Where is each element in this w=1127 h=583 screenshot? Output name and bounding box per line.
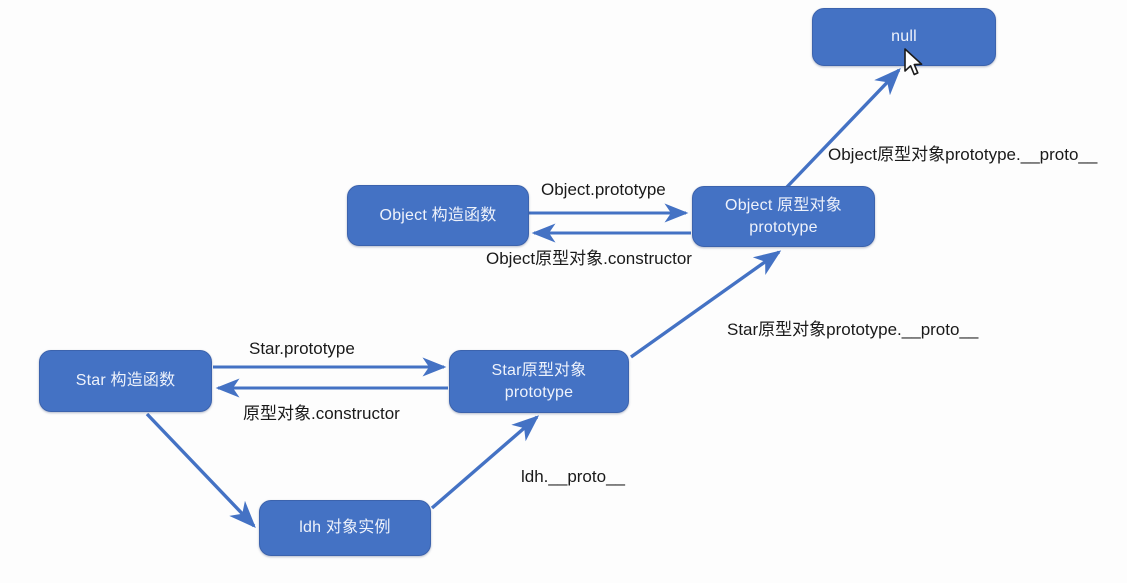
arrow-star-prototype-to-object-prototype (630, 250, 782, 359)
node-star-constructor-label: Star 构造函数 (75, 372, 176, 390)
node-star-constructor[interactable]: Star 构造函数 (39, 350, 212, 412)
edge-label-ldh-proto: ldh.__proto__ (521, 467, 625, 486)
node-ldh-instance-label: ldh 对象实例 (299, 519, 391, 537)
node-null-label: null (891, 28, 917, 46)
node-object-constructor[interactable]: Object 构造函数 (347, 185, 529, 246)
node-star-prototype-label: Star原型对象 prototype (491, 361, 587, 401)
arrow-object-prototype-to-null (784, 68, 901, 190)
edge-label-star-prototype-constructor: 原型对象.constructor (243, 404, 400, 423)
edge-label-object-prototype-constructor: Object原型对象.constructor (486, 249, 692, 268)
arrow-ldh-to-star-prototype (430, 415, 540, 510)
node-object-constructor-label: Object 构造函数 (379, 206, 497, 224)
edge-label-star-prototype-to-object-prototype: Star原型对象prototype.__proto__ (727, 320, 979, 339)
node-object-prototype[interactable]: Object 原型对象 prototype (692, 186, 875, 247)
edge-label-star-prototype-forward: Star.prototype (249, 339, 355, 358)
arrow-star-constructor-to-ldh (145, 412, 256, 528)
edge-label-object-prototype-to-null: Object原型对象prototype.__proto__ (828, 145, 1098, 164)
edge-label-object-prototype-forward: Object.prototype (541, 180, 666, 199)
node-object-prototype-label: Object 原型对象 prototype (725, 196, 842, 236)
node-null[interactable]: null (812, 8, 996, 66)
node-star-prototype[interactable]: Star原型对象 prototype (449, 350, 629, 413)
node-ldh-instance[interactable]: ldh 对象实例 (259, 500, 431, 556)
